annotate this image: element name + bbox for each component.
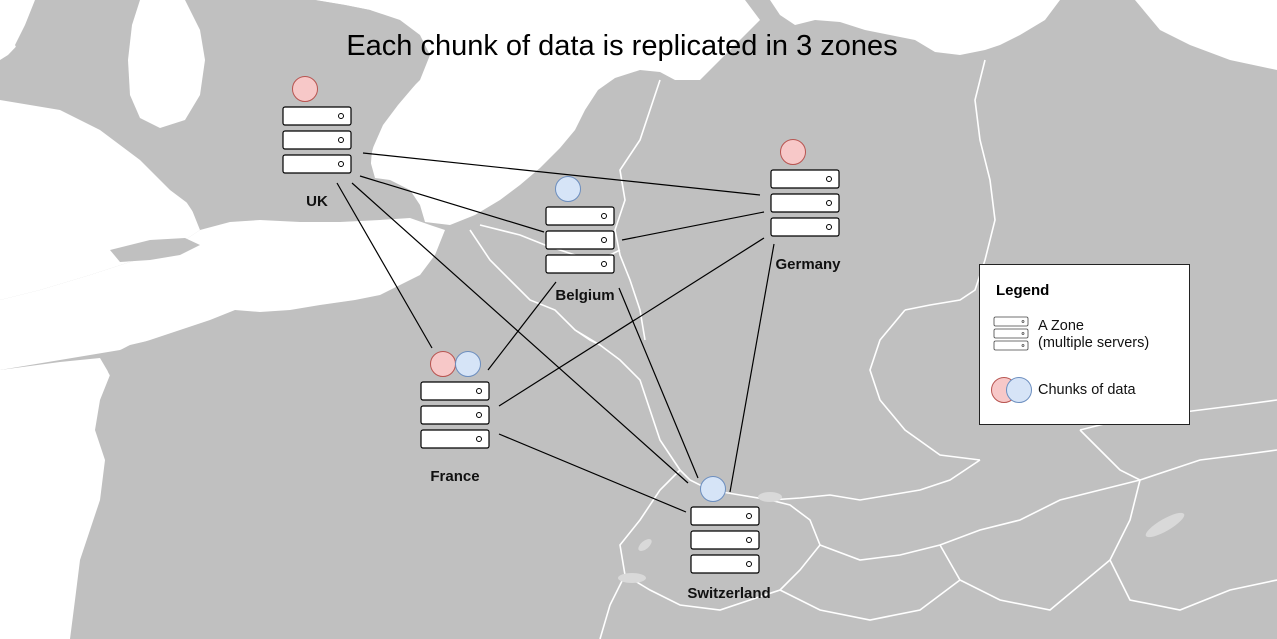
link-belgium-germany xyxy=(621,211,765,241)
lake-constance xyxy=(758,492,782,502)
sea-north-sea xyxy=(315,0,760,225)
link-germany-france xyxy=(498,237,765,407)
zone-label-germany: Germany xyxy=(775,256,841,273)
sea-channel xyxy=(0,218,445,370)
zone-label-france: France xyxy=(430,468,480,485)
legend-zone-line1: A Zone xyxy=(1038,318,1084,334)
lakes xyxy=(618,492,1185,583)
chunk-red xyxy=(292,76,318,102)
zone-label-uk: UK xyxy=(306,193,328,210)
border-france-italy xyxy=(599,574,626,639)
lake-neuchatel xyxy=(638,539,652,551)
server-led xyxy=(338,161,344,167)
server-led xyxy=(826,176,832,182)
server-led xyxy=(476,436,482,442)
server-unit xyxy=(690,554,760,574)
server-unit xyxy=(420,381,490,401)
link-uk-switzerland xyxy=(351,182,689,484)
chunk-blue xyxy=(455,351,481,377)
server-unit xyxy=(545,230,615,250)
border-czech-slovakia xyxy=(1079,429,1277,481)
legend: Legend A Zone (multiple servers) Chunks … xyxy=(979,264,1190,425)
link-uk-belgium xyxy=(359,175,545,233)
link-belgium-switzerland xyxy=(618,287,699,479)
server-unit xyxy=(420,429,490,449)
border-slovenia xyxy=(939,544,1111,611)
server-led xyxy=(476,388,482,394)
zone-switzerland xyxy=(690,476,760,574)
border-austria xyxy=(819,479,1141,561)
chunk-red xyxy=(780,139,806,165)
zone-belgium xyxy=(545,176,615,274)
server-unit xyxy=(282,154,352,174)
sea-irish-sea xyxy=(128,0,205,128)
server-led xyxy=(746,513,752,519)
link-uk-germany xyxy=(362,152,761,196)
connections xyxy=(336,152,775,513)
border-netherlands-germany xyxy=(614,79,661,341)
sea-atlantic-west xyxy=(0,0,35,60)
cornwall xyxy=(110,238,200,262)
border-italy xyxy=(779,579,961,621)
link-germany-switzerland xyxy=(729,243,775,493)
server-led xyxy=(746,537,752,543)
server-led xyxy=(826,200,832,206)
link-belgium-france xyxy=(487,281,557,371)
server-unit xyxy=(282,106,352,126)
chunk-red xyxy=(430,351,456,377)
lake-balaton xyxy=(1145,512,1185,538)
legend-title: Legend xyxy=(996,282,1050,299)
server-stack-icon xyxy=(993,316,1029,351)
link-uk-france xyxy=(336,182,433,349)
chunk-blue xyxy=(555,176,581,202)
legend-chunks-label: Chunks of data xyxy=(1038,382,1136,398)
sea-biscay xyxy=(0,358,110,639)
server-unit xyxy=(770,193,840,213)
server-unit xyxy=(690,530,760,550)
server-led xyxy=(338,137,344,143)
server-unit xyxy=(545,206,615,226)
data-chunk-icon xyxy=(991,377,1032,403)
border-germany-czech xyxy=(869,309,981,461)
server-led xyxy=(601,237,607,243)
zone-uk xyxy=(282,76,352,174)
border-hungary xyxy=(1109,479,1277,611)
sea-baltic-east xyxy=(1135,0,1277,70)
zone-germany xyxy=(770,139,840,237)
zone-label-belgium: Belgium xyxy=(555,287,615,304)
server-unit xyxy=(545,254,615,274)
zone-label-switzerland: Switzerland xyxy=(687,585,771,602)
server-led xyxy=(601,261,607,267)
server-unit xyxy=(420,405,490,425)
zone-france xyxy=(420,351,490,449)
server-led xyxy=(746,561,752,567)
server-unit xyxy=(770,169,840,189)
sea-baltic xyxy=(770,0,1060,55)
server-led xyxy=(338,113,344,119)
server-unit xyxy=(282,130,352,150)
server-unit xyxy=(770,217,840,237)
brittany xyxy=(105,318,250,385)
border-luxembourg xyxy=(574,329,601,346)
server-led xyxy=(601,213,607,219)
server-led xyxy=(826,224,832,230)
chunk-blue xyxy=(700,476,726,502)
lake-geneva xyxy=(618,573,646,583)
diagram-title: Each chunk of data is replicated in 3 zo… xyxy=(346,30,898,62)
border-germany-austria xyxy=(769,459,981,501)
ireland xyxy=(15,0,135,115)
link-france-switzerland xyxy=(498,433,687,513)
legend-zone-line2: (multiple servers) xyxy=(1038,335,1150,351)
server-led xyxy=(476,412,482,418)
border-germany-poland xyxy=(904,59,996,311)
server-unit xyxy=(690,506,760,526)
zones xyxy=(282,76,840,574)
